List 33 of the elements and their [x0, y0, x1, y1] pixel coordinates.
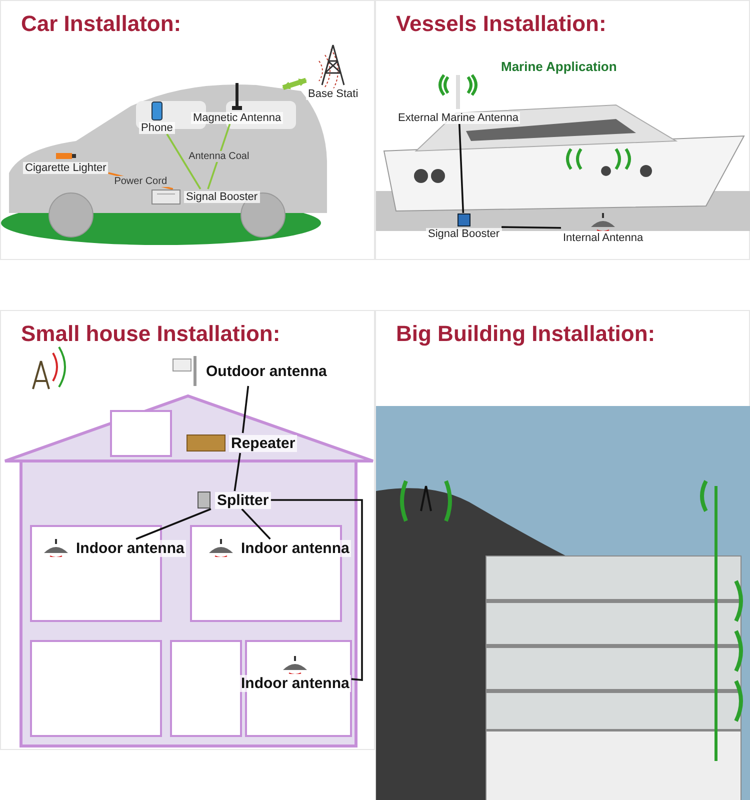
cable-line [241, 508, 271, 540]
cable-line [458, 124, 464, 214]
cable-line [270, 499, 363, 681]
part-label: Indoor antenna [239, 675, 352, 692]
signal-arrow [282, 78, 307, 90]
part-label: Splitter [215, 492, 271, 508]
cable-line [136, 508, 212, 540]
part-label: Signal Booster [426, 228, 502, 240]
illustration-panel [0, 0, 375, 260]
part-label: External Marine Antenna [396, 112, 520, 124]
section-heading: Small house Installation: [21, 321, 280, 347]
section-heading: Vessels Installation: [396, 11, 606, 37]
edge-label: Antenna Coal [186, 151, 252, 162]
part-label: Internal Antenna [561, 232, 646, 244]
part-label: Signal Booster [184, 191, 260, 203]
part-label: Phone [139, 122, 175, 134]
part-label: Indoor antenna [74, 540, 186, 556]
drawing-title: Marine Application [501, 59, 617, 74]
edge-label: Power Cord [112, 176, 170, 187]
part-label: Cigarette Lighter [23, 162, 108, 174]
part-label: Base Stati [306, 88, 360, 100]
part-label: Outdoor antenna [204, 362, 329, 380]
cable-line [502, 226, 562, 229]
cable-line [166, 134, 202, 190]
cable-line [242, 386, 250, 434]
section-heading: Car Installaton: [21, 11, 182, 37]
section-heading: Big Building Installation: [396, 321, 656, 347]
illustration-panel [375, 0, 750, 260]
cable-line [234, 452, 242, 492]
illustration-panel [375, 310, 750, 800]
part-label: Magnetic Antenna [191, 112, 284, 124]
part-label: Indoor antenna [239, 540, 352, 556]
part-label: Repeater [229, 434, 298, 452]
